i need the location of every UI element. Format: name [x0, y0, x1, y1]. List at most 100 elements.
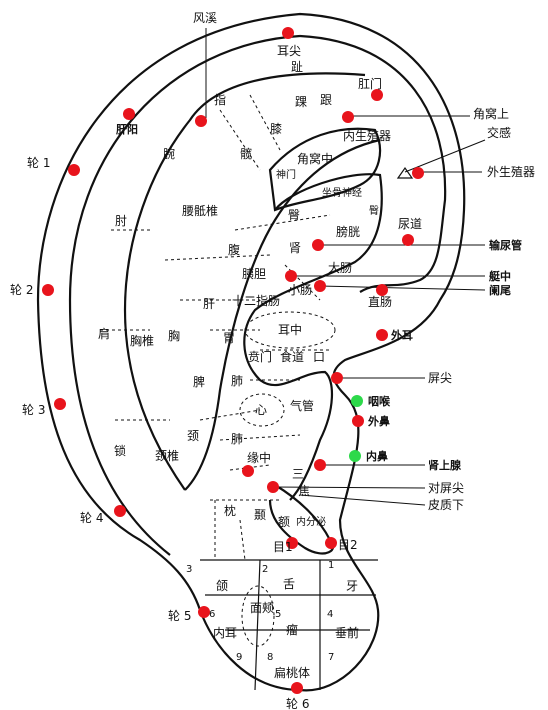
label-benmen: 贲门: [248, 349, 272, 364]
point-mu2: [325, 537, 337, 549]
label-lun6: 轮 6: [286, 697, 309, 710]
label-zhichang: 直肠: [368, 295, 392, 309]
label-dachang: 大肠: [328, 261, 352, 275]
triangular-fossa: [268, 127, 382, 212]
point-jiaowoshang: [342, 111, 354, 123]
point-lun3: [54, 398, 66, 410]
point-duipingjian: [267, 481, 279, 493]
point-shenshangxian: [314, 459, 326, 471]
label-kou: 口: [313, 350, 325, 364]
label-wan: 腕: [163, 146, 175, 161]
label-pi: 脾: [193, 374, 205, 389]
label-waishengzhiqi: 外生殖器: [487, 164, 535, 179]
label-mu2: 目2: [338, 538, 358, 552]
label-lun1: 轮 1: [27, 156, 50, 170]
point-waier: [376, 329, 388, 341]
label-fei2: 肺: [231, 432, 243, 446]
label-neier: 内耳: [213, 626, 237, 640]
label-shidao: 食道: [280, 349, 304, 364]
label-shuniaoguan: 输尿管: [489, 238, 522, 252]
helix-inner-line-2: [68, 34, 301, 556]
label-zhou: 肘: [115, 213, 127, 228]
label-jiaowoshang: 角窝上: [473, 106, 509, 121]
helix-inner-line: [299, 34, 447, 293]
point-ganmen: [371, 89, 383, 101]
point-erjian: [282, 27, 294, 39]
label-tunbu: 臀: [369, 205, 379, 217]
leader-lines: [205, 28, 486, 506]
label-n2: 2: [262, 564, 268, 575]
label-n8: 8: [267, 652, 273, 663]
label-zuogushenjing: 坐骨神经: [322, 186, 362, 199]
label-sanjiao-jiao: 焦: [298, 484, 310, 498]
label-fei: 肺: [231, 374, 243, 388]
label-kang: 枕: [224, 503, 236, 518]
label-lanwei: 阑尾: [489, 283, 511, 297]
label-n1: 1: [328, 560, 334, 571]
point-mu1: [286, 537, 298, 549]
label-n9: 9: [236, 652, 242, 663]
point-zhichang: [376, 284, 388, 296]
label-xiongzhui: 胸椎: [130, 333, 154, 348]
lobe-grid: [200, 559, 378, 691]
jiaogan-triangle-icon: [396, 166, 414, 179]
label-wei: 胃: [223, 331, 235, 345]
label-qiguan: 气管: [290, 398, 314, 413]
label-e-jaw: 颌: [216, 578, 228, 593]
label-neibi: 内鼻: [366, 449, 388, 463]
label-shen: 肾: [289, 241, 301, 255]
label-ganyang: 肝阳: [116, 122, 138, 136]
division-dashes: [100, 94, 331, 561]
label-fanduan: 瘤: [286, 622, 298, 637]
label-lun5: 轮 5: [168, 609, 191, 623]
label-chuiqian: 垂前: [335, 625, 359, 640]
label-mu1: 目1: [273, 540, 293, 554]
label-fu: 腹: [228, 243, 240, 257]
point-tingzhong: [285, 270, 297, 282]
label-pingjian: 屏尖: [428, 371, 452, 385]
label-erzhong: 耳中: [278, 322, 302, 337]
point-lun2: [42, 284, 54, 296]
label-zhi-finger: 指: [214, 92, 226, 107]
label-n5: 5: [275, 609, 281, 620]
point-pingjian: [331, 372, 343, 384]
label-huai: 踝: [295, 95, 307, 109]
label-yidan: 胰胆: [242, 267, 266, 281]
label-shenmen: 神门: [276, 168, 296, 181]
label-jian: 肩: [98, 326, 110, 341]
erzhong-ring: [244, 311, 336, 349]
antihelix-outer: [123, 72, 366, 491]
acupoints-red: [42, 27, 424, 694]
label-shierzhichang: 十二指肠: [232, 293, 280, 308]
label-lun3: 轮 3: [22, 403, 45, 417]
label-jing: 颈: [187, 429, 199, 443]
label-niaodao: 尿道: [398, 217, 422, 231]
label-suo: 锁: [114, 443, 126, 458]
label-yuanzhong: 缘中: [247, 450, 271, 465]
label-sanjiao-san: 三: [292, 467, 304, 481]
label-xi: 膝: [270, 122, 282, 136]
label-biantaoti: 扁桃体: [274, 665, 310, 680]
antihelix-crus: [184, 138, 381, 491]
label-lun2: 轮 2: [10, 283, 33, 297]
point-neibi: [349, 450, 361, 462]
point-lun4: [114, 505, 126, 517]
label-ganmen: 肛门: [358, 76, 382, 91]
label-jiaogan: 交感: [487, 125, 511, 140]
label-yanhou: 咽喉: [368, 394, 391, 408]
label-n4: 4: [327, 609, 333, 620]
point-fengxi: [195, 115, 207, 127]
xin-ring: [239, 393, 285, 427]
label-xin: 心: [255, 403, 267, 417]
label-e: 额: [278, 515, 290, 529]
label-she: 舌: [283, 577, 295, 591]
label-gan: 肝: [203, 297, 215, 311]
label-tingzhong: 艇中: [488, 269, 511, 283]
label-gen: 跟: [320, 93, 332, 107]
label-shenshangxian: 肾上腺: [428, 458, 462, 472]
label-ya: 牙: [346, 579, 358, 593]
label-xiong: 胸: [168, 328, 180, 343]
point-waishengzhiqi: [412, 167, 424, 179]
